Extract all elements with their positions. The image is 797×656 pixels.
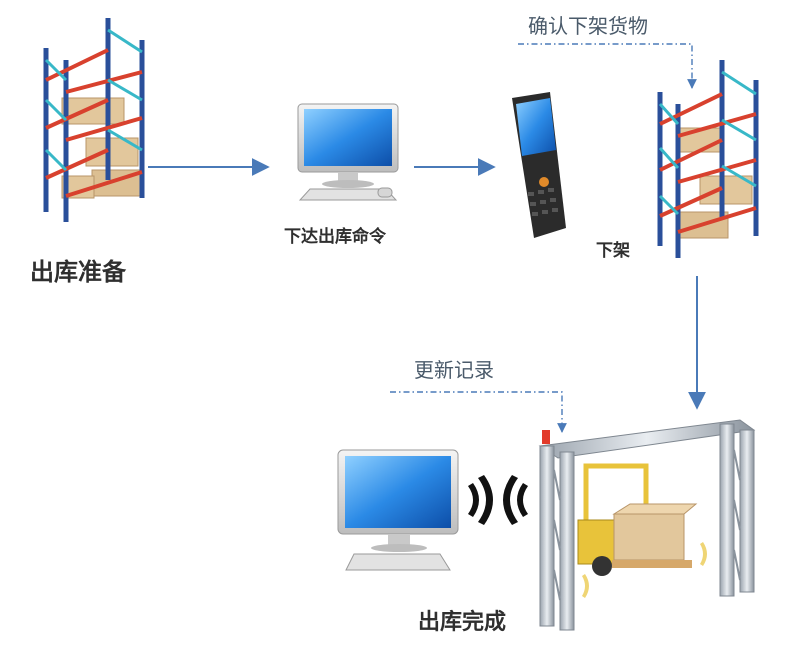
- step-issue-order-label: 下达出库命令: [284, 227, 386, 247]
- computer-top: [297, 103, 399, 201]
- rack-right: [657, 60, 759, 258]
- annotation-update-record: 更新记录: [414, 358, 494, 382]
- computer-bottom: [337, 449, 459, 571]
- callout-confirm-goods: [518, 43, 697, 89]
- step-complete-label: 出库完成: [418, 610, 507, 635]
- annotation-confirm-goods: 确认下架货物: [528, 14, 648, 38]
- rfid-gate: [538, 419, 756, 631]
- rack-left: [43, 18, 145, 222]
- callout-update-record: [390, 391, 567, 433]
- step-prepare-label: 出库准备: [30, 258, 126, 286]
- wireless-signal-right: [503, 475, 528, 525]
- wireless-signal-left: [468, 475, 493, 525]
- handheld-terminal: [512, 92, 566, 238]
- step-unshelve-label: 下架: [596, 241, 630, 261]
- forklift: [577, 463, 698, 576]
